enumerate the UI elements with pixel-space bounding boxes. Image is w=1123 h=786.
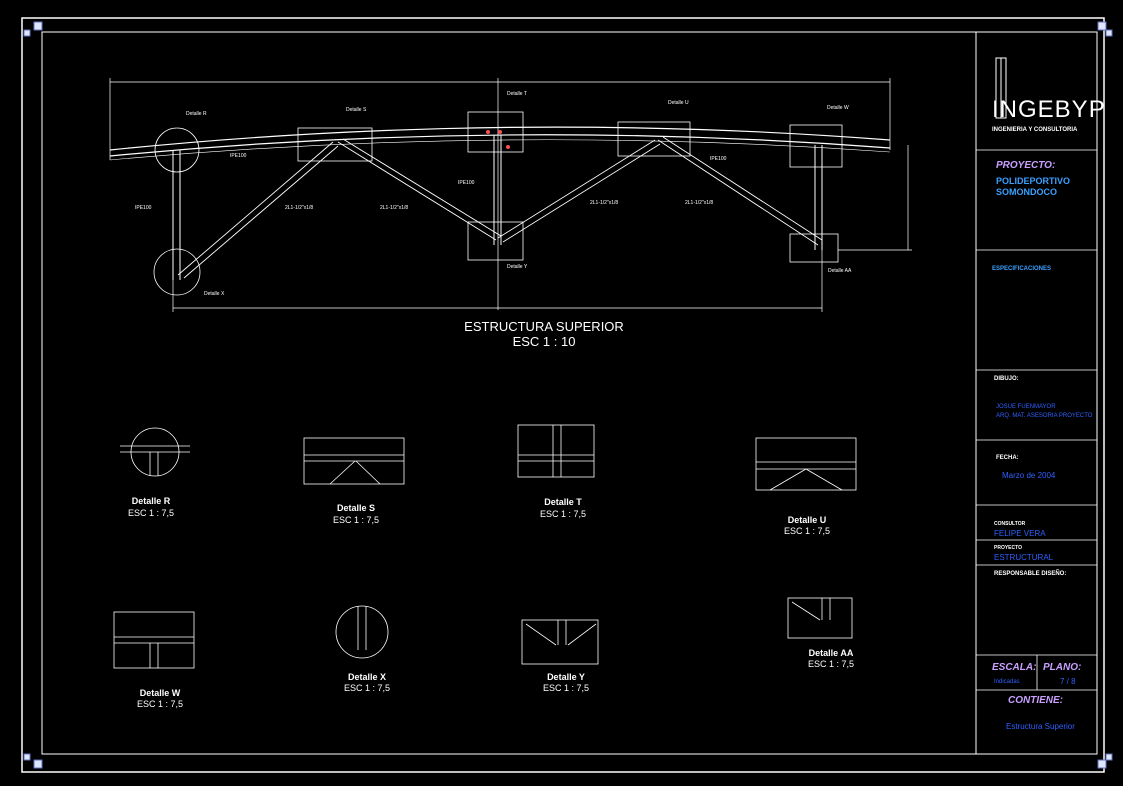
- dibujo-name: JOSUE FUENMAYOR: [996, 404, 1056, 410]
- plano-value: 7 / 8: [1060, 677, 1076, 686]
- titleblock-frame: [975, 31, 1098, 755]
- detail-scale: ESC 1 : 7,5: [343, 683, 391, 693]
- callout-t: Detalle T: [507, 91, 527, 97]
- proyecto-label: PROYECTO:: [996, 160, 1056, 171]
- dibujo-label: DIBUJO:: [994, 376, 1019, 382]
- drawing-scale: ESC 1 : 10: [512, 334, 576, 349]
- detail-caption: Detalle S: [336, 503, 376, 513]
- callout-aa: Detalle AA: [828, 268, 852, 274]
- detail-drawings: [113, 424, 857, 669]
- corner-markers: [23, 21, 1113, 769]
- detail-caption: Detalle W: [139, 688, 181, 698]
- detail-caption: Detalle AA: [808, 648, 854, 658]
- escala-value: Indicadas: [994, 679, 1020, 685]
- member-label: IPE100: [458, 180, 475, 186]
- company-subtitle: INGENIERIA Y CONSULTORIA: [992, 127, 1078, 133]
- main-truss: [109, 78, 912, 312]
- fecha-label: FECHA:: [996, 455, 1019, 461]
- detail-caption: Detalle R: [131, 496, 171, 506]
- callout-y: Detalle Y: [507, 264, 528, 270]
- member-label: 2L1-1/2"x1/8: [685, 200, 714, 206]
- callout-w: Detalle W: [827, 105, 849, 111]
- contiene-label: CONTIENE:: [1008, 695, 1063, 706]
- member-label: IPE100: [230, 153, 247, 159]
- titleblock-dividers: [976, 149, 1097, 691]
- escala-label: ESCALA:: [992, 662, 1037, 673]
- detail-scale: ESC 1 : 7,5: [332, 515, 380, 525]
- callout-s: Detalle S: [346, 107, 367, 113]
- detail-scale: ESC 1 : 7,5: [807, 659, 855, 669]
- callout-r: Detalle R: [186, 111, 207, 117]
- especificaciones-label: ESPECIFICACIONES: [992, 266, 1052, 272]
- consultor-label: CONSULTOR: [994, 521, 1026, 527]
- connection-marks: [486, 130, 510, 149]
- detail-scale: ESC 1 : 7,5: [539, 509, 587, 519]
- callout-x: Detalle X: [204, 291, 225, 297]
- member-label: IPE100: [710, 156, 727, 162]
- consultor-value: FELIPE VERA: [994, 529, 1046, 538]
- proyecto-value-2: SOMONDOCO: [996, 187, 1058, 197]
- member-label: 2L1-1/2"x1/8: [380, 205, 409, 211]
- proyecto-value-1: POLIDEPORTIVO: [996, 176, 1071, 186]
- responsable-label: RESPONSABLE DISEÑO:: [994, 571, 1067, 577]
- detail-scale: ESC 1 : 7,5: [542, 683, 590, 693]
- logo-mark-icon: [995, 57, 1007, 119]
- proyecto2-label: PROYECTO: [994, 545, 1022, 551]
- company-logo: INGEBYP: [992, 96, 1106, 123]
- member-label: 2L1-1/2"x1/8: [285, 205, 314, 211]
- member-label: IPE100: [135, 205, 152, 211]
- fecha-value: Marzo de 2004: [1002, 471, 1056, 480]
- callout-u: Detalle U: [668, 100, 689, 106]
- detail-caption: Detalle X: [347, 672, 387, 682]
- detail-caption: Detalle T: [544, 497, 582, 507]
- detail-scale: ESC 1 : 7,5: [783, 526, 831, 536]
- proyecto2-value: ESTRUCTURAL: [994, 553, 1054, 562]
- detail-caption: Detalle Y: [547, 672, 585, 682]
- dibujo-role: ARQ. MAT. ASESORIA PROYECTO: [996, 413, 1093, 419]
- member-label: 2L1-1/2"x1/8: [590, 200, 619, 206]
- detail-scale: ESC 1 : 7,5: [136, 699, 184, 709]
- detail-scale: ESC 1 : 7,5: [127, 508, 175, 518]
- detail-caption: Detalle U: [787, 515, 827, 525]
- plano-label: PLANO:: [1043, 662, 1082, 673]
- inner-border: [41, 31, 1098, 755]
- contiene-value: Estructura Superior: [1006, 722, 1075, 731]
- drawing-title: ESTRUCTURA SUPERIOR: [464, 319, 624, 334]
- outer-border: [21, 17, 1105, 773]
